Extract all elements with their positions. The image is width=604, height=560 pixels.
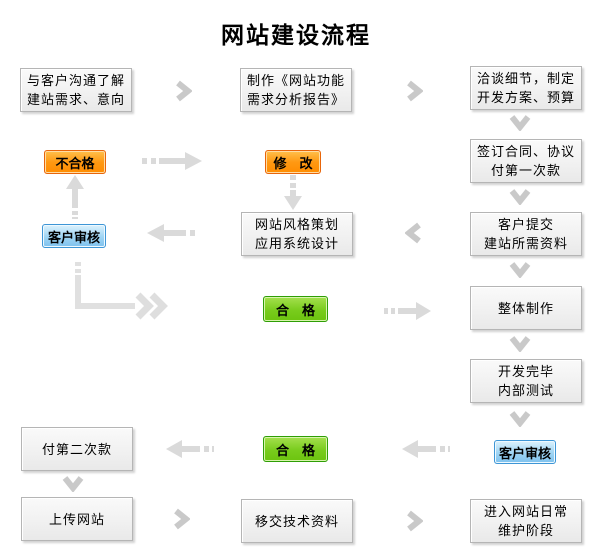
chevron-right-icon: [407, 510, 423, 532]
flow-box-line: 建站需求、意向: [26, 92, 125, 107]
flow-box-materials: 客户提交 建站所需资料: [470, 212, 582, 256]
chevron-right-icon: [174, 508, 190, 530]
flow-box-contract: 签订合同、协议 付第一次款: [470, 139, 582, 183]
flow-box-line: 制作《网站功能: [246, 73, 345, 88]
page-title: 网站建设流程: [221, 22, 371, 48]
chevron-down-icon: [62, 476, 84, 492]
dashed-arrow-left-icon: [147, 224, 195, 242]
chevron-down-icon: [509, 262, 531, 278]
dashed-arrow-left-icon: [166, 440, 214, 458]
flow-box-line: 网站风格策划: [254, 217, 339, 232]
chevron-right-icon: [407, 80, 423, 102]
flow-box-line: 付第二次款: [41, 441, 112, 457]
flow-box-line: 客户提交: [497, 217, 554, 232]
dashed-arrow-right-icon: [384, 302, 431, 320]
flow-box-negotiate: 洽谈细节，制定 开发方案、预算: [470, 66, 582, 110]
status-button-client-review-right: 客户审核: [494, 440, 556, 464]
flow-box-line: 开发完毕: [497, 364, 554, 379]
flow-box-line: 进入网站日常: [483, 504, 568, 519]
status-button-unqualified: 不合格: [44, 150, 106, 174]
flow-box-line: 开发方案、预算: [476, 90, 575, 105]
dashed-elbow-arrow-right-icon: [75, 262, 168, 320]
flow-box-line: 移交技术资料: [254, 513, 339, 529]
chevron-right-icon: [176, 80, 192, 102]
chevron-down-icon: [509, 189, 531, 205]
flow-box-communicate: 与客户沟通了解 建站需求、意向: [20, 68, 132, 112]
status-button-modify: 修 改: [265, 150, 321, 174]
flow-box-upload: 上传网站: [21, 497, 133, 541]
flow-box-line: 维护阶段: [497, 523, 554, 538]
flow-box-report: 制作《网站功能 需求分析报告》: [240, 68, 352, 112]
flow-box-maintenance: 进入网站日常 维护阶段: [470, 499, 582, 543]
chevron-down-icon: [509, 115, 531, 131]
flow-box-line: 建站所需资料: [483, 236, 568, 251]
flow-box-design: 网站风格策划 应用系统设计: [241, 212, 353, 256]
dashed-arrow-down-icon: [284, 175, 302, 210]
flow-box-production: 整体制作: [470, 286, 582, 330]
flow-box-line: 与客户沟通了解: [26, 73, 125, 88]
flow-box-line: 需求分析报告》: [246, 92, 345, 107]
flow-box-payment2: 付第二次款: [21, 427, 133, 471]
chevron-down-icon: [509, 336, 531, 352]
status-button-client-review-left: 客户审核: [42, 224, 106, 248]
flow-box-line: 内部测试: [497, 383, 554, 398]
flow-box-line: 整体制作: [497, 300, 554, 316]
flow-box-line: 洽谈细节，制定: [476, 71, 575, 86]
dashed-arrow-up-icon: [66, 175, 84, 219]
flow-box-line: 上传网站: [48, 511, 105, 527]
flow-box-line: 付第一次款: [490, 163, 561, 178]
status-button-qualified-bottom: 合 格: [263, 436, 328, 462]
chevron-left-icon: [405, 222, 421, 244]
flow-box-testing: 开发完毕 内部测试: [470, 359, 582, 403]
flow-box-handover: 移交技术资料: [241, 499, 353, 543]
dashed-arrow-right-icon: [142, 152, 202, 170]
flow-box-line: 应用系统设计: [254, 236, 339, 251]
flow-box-line: 签订合同、协议: [476, 144, 575, 159]
dashed-arrow-left-icon: [402, 440, 450, 458]
status-button-qualified-mid: 合 格: [263, 296, 328, 322]
chevron-down-icon: [509, 411, 531, 427]
